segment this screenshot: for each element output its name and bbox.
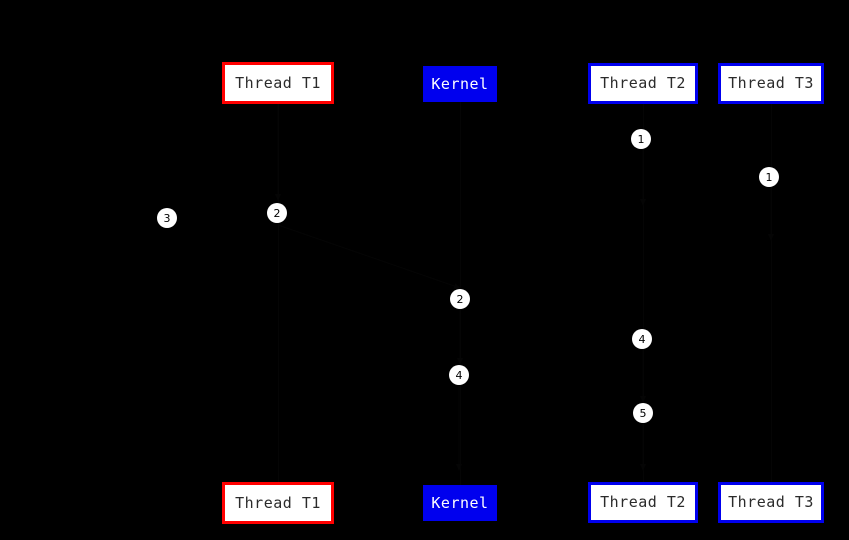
step-marker-s6: 4 [632, 329, 652, 349]
participant-kernel-bottom[interactable]: Kernel [423, 485, 497, 521]
step-marker-s3: 3 [157, 208, 177, 228]
participant-label: Thread T1 [235, 493, 321, 512]
step-marker-s7: 4 [449, 365, 469, 385]
lifeline-t1 [278, 104, 279, 482]
participant-label: Thread T3 [728, 493, 814, 511]
participant-t2-bottom[interactable]: Thread T2 [588, 482, 698, 523]
participant-label: Thread T3 [728, 74, 814, 92]
message-arrow-m4 [277, 224, 461, 289]
step-marker-s8: 5 [633, 403, 653, 423]
participant-kernel-top[interactable]: Kernel [423, 66, 497, 102]
lifeline-t2 [643, 104, 644, 482]
participant-label: Thread T2 [600, 74, 686, 92]
participant-t3-bottom[interactable]: Thread T3 [718, 482, 824, 523]
participant-label: Thread T2 [600, 493, 686, 511]
step-marker-s5: 2 [450, 289, 470, 309]
participant-label: Kernel [431, 493, 489, 512]
participant-t2-top[interactable]: Thread T2 [588, 63, 698, 104]
lifeline-t3 [771, 104, 772, 482]
participant-t1-bottom[interactable]: Thread T1 [222, 482, 334, 524]
participant-label: Kernel [431, 74, 489, 93]
step-marker-s1: 1 [631, 129, 651, 149]
participant-t3-top[interactable]: Thread T3 [718, 63, 824, 104]
participant-t1-top[interactable]: Thread T1 [222, 62, 334, 104]
step-marker-s2: 1 [759, 167, 779, 187]
step-marker-s4: 2 [267, 203, 287, 223]
participant-label: Thread T1 [235, 73, 321, 92]
